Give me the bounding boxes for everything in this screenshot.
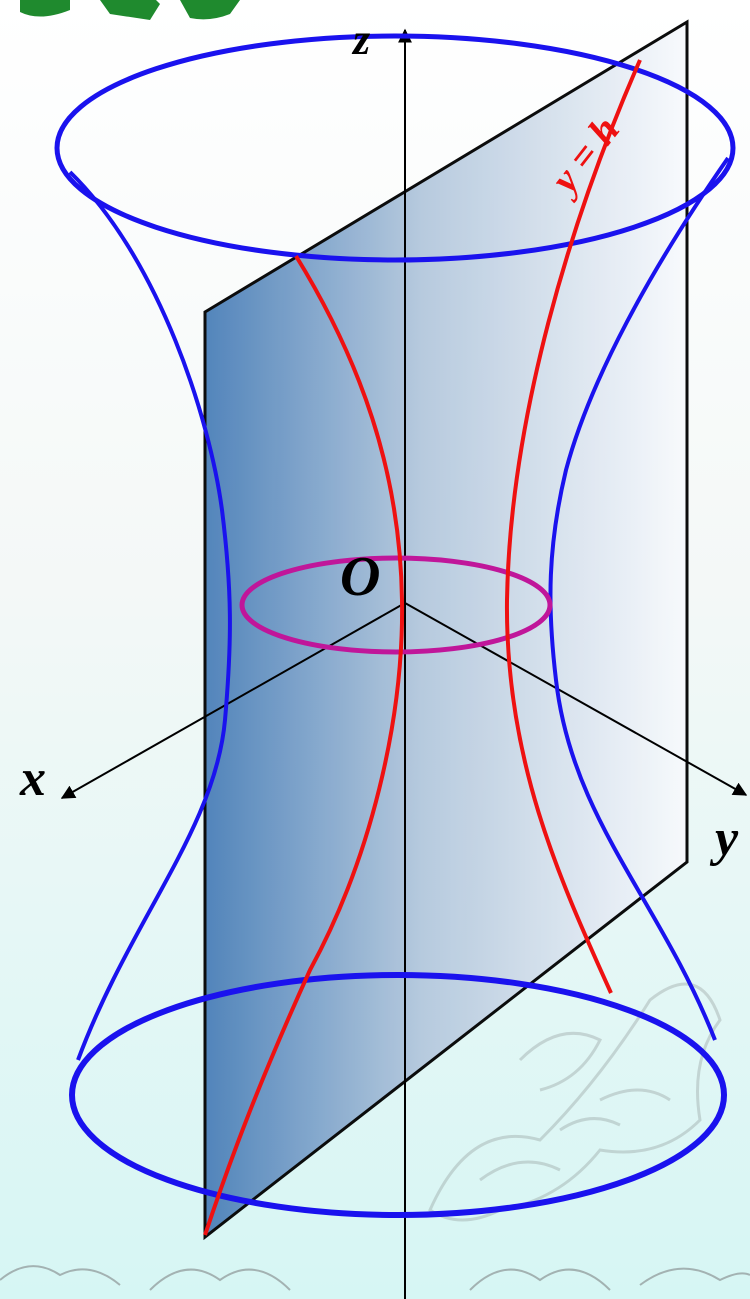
top-ellipse (54, 33, 736, 263)
cloud-border-ornament (0, 1265, 750, 1291)
origin-label: O (340, 546, 380, 608)
x-axis-label: x (19, 750, 46, 807)
x-axis-line (60, 602, 406, 799)
hyperbola-left-branch (203, 254, 405, 1236)
left-profile-curve (68, 170, 232, 1061)
plane-y-equals-h (203, 19, 689, 1241)
bottom-ellipse (69, 972, 727, 1218)
z-axis-label: z (351, 15, 370, 64)
y-axis-label: y (709, 810, 739, 867)
right-profile-curve (548, 156, 730, 1041)
waist-ellipse (239, 555, 553, 655)
dragon-watermark (428, 982, 722, 1222)
green-fragment-ornament (20, 0, 240, 20)
hyperbola-right-branch (504, 59, 642, 994)
y-axis-line (404, 602, 748, 796)
